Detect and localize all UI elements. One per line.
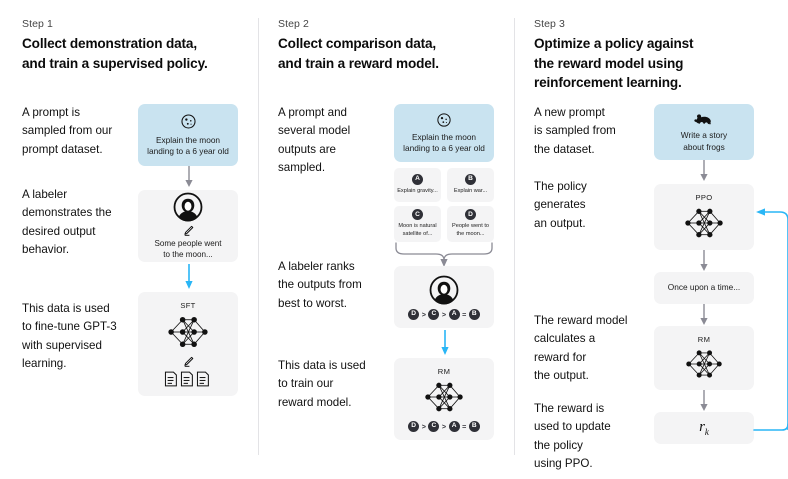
step-2-output-card-c[interactable]: C Moon is natural satellite of... [394, 206, 441, 242]
output-text-c: Moon is natural satellite of... [398, 223, 437, 237]
output-text-b: Explain war... [453, 188, 488, 195]
step-3-paragraph-1: A new prompt is sampled from the dataset… [534, 106, 616, 156]
rank-op-3: = [462, 309, 467, 319]
output-badge-b: B [465, 174, 476, 186]
rank-op-1: > [421, 309, 426, 319]
rank-badge-rm-4: B [468, 420, 480, 432]
labeler-avatar-icon [429, 275, 459, 305]
column-divider-2 [514, 18, 515, 455]
rank-op-rm-1: > [421, 421, 426, 431]
output-badge-d: D [465, 209, 476, 221]
step-1-title: Collect demonstration data, and train a … [22, 36, 208, 71]
step-3-arrow-1 [699, 160, 709, 182]
step-1-column: Step 1 Collect demonstration data, and t… [22, 0, 258, 479]
step-3-title: Optimize a policy against the reward mod… [534, 36, 694, 91]
step-1-paragraph-1: A prompt is sampled from our prompt data… [22, 106, 113, 156]
step-1-paragraph-3: This data is used to fine-tune GPT-3 wit… [22, 302, 117, 370]
rank-badge-3: A [448, 308, 460, 320]
neural-network-icon [682, 204, 726, 242]
reward-symbol-k: k [704, 427, 709, 437]
step-3-ppo-label: PPO [695, 192, 713, 202]
step-3-output-card[interactable]: Once upon a time... [654, 272, 754, 304]
step-2-output-card-d[interactable]: D People went to the moon... [447, 206, 494, 242]
step-2-output-card-a[interactable]: A Explain gravity... [394, 168, 441, 202]
step-3-label: Step 3 [534, 18, 565, 30]
step-3-reward-symbol: rk [699, 419, 709, 437]
step-2-column: Step 2 Collect comparison data, and trai… [278, 0, 514, 479]
output-text-d: People went to the moon... [451, 223, 489, 237]
step-2-brace-connector [394, 242, 494, 268]
rank-badge-4: B [468, 308, 480, 320]
step-3-output-text: Once upon a time... [667, 282, 741, 293]
step-3-feedback-loop-arrow [752, 208, 788, 430]
step-2-output-card-b[interactable]: B Explain war... [447, 168, 494, 202]
step-2-prompt-card[interactable]: Explain the moon landing to a 6 year old [394, 104, 494, 162]
rank-op-rm-2: > [441, 421, 447, 431]
step-2-prompt-text: Explain the moon landing to a 6 year old [403, 131, 485, 153]
output-badge-a: A [412, 174, 423, 186]
step-1-prompt-card[interactable]: Explain the moon landing to a 6 year old [138, 104, 238, 166]
step-3-feedback-loop-tail [753, 423, 788, 435]
frog-icon [693, 111, 715, 126]
rank-badge-1: D [408, 308, 420, 320]
step-3-arrow-3 [699, 304, 709, 326]
documents-icon [164, 371, 212, 387]
step-2-paragraph-1: A prompt and several model outputs are s… [278, 106, 351, 174]
step-3-column: Step 3 Optimize a policy against the rew… [534, 0, 788, 479]
moon-icon [180, 113, 197, 130]
pencil-icon [182, 224, 195, 237]
rank-badge-rm-3: A [448, 420, 460, 432]
step-3-paragraph-4: The reward is used to update the policy … [534, 402, 611, 470]
rank-op-2: > [441, 309, 447, 319]
step-2-paragraph-2: A labeler ranks the outputs from best to… [278, 260, 362, 310]
neural-network-icon [422, 378, 466, 416]
rank-badge-2: C [428, 308, 440, 320]
step-3-prompt-card[interactable]: Write a story about frogs [654, 104, 754, 160]
reward-symbol-r: r [699, 419, 705, 435]
step-1-label: Step 1 [22, 18, 53, 30]
step-3-policy-card[interactable]: PPO [654, 184, 754, 250]
step-1-sft-card[interactable]: SFT [138, 292, 238, 396]
output-badge-c: C [412, 209, 423, 221]
step-3-arrow-2 [699, 250, 709, 272]
step-3-paragraph-2: The policy generates an output. [534, 180, 587, 230]
step-1-arrow-1 [184, 166, 194, 188]
step-2-title: Collect comparison data, and train a rew… [278, 36, 439, 71]
step-2-labeler-card[interactable]: D > C > A = B [394, 266, 494, 328]
rank-badge-rm-2: C [428, 420, 440, 432]
step-3-paragraph-3: The reward model calculates a reward for… [534, 314, 628, 382]
pencil-icon [182, 355, 195, 368]
neural-network-icon [165, 312, 211, 352]
labeler-avatar-icon [173, 192, 203, 222]
step-2-ranking-row-rm: D > C > A = B [408, 420, 480, 432]
column-divider-1 [258, 18, 259, 455]
rank-op-rm-3: = [462, 421, 467, 431]
step-1-paragraph-2: A labeler demonstrates the desired outpu… [22, 188, 112, 256]
step-3-reward-model-card[interactable]: RM [654, 326, 754, 390]
step-2-arrow-blue [440, 330, 450, 356]
step-1-labeler-card[interactable]: Some people went to the moon... [138, 190, 238, 262]
rank-badge-rm-1: D [408, 420, 420, 432]
step-2-rm-label: RM [437, 366, 451, 376]
step-1-arrow-2 [184, 264, 194, 290]
step-3-arrow-4 [699, 390, 709, 412]
moon-icon [436, 112, 452, 128]
step-3-reward-value-card[interactable]: rk [654, 412, 754, 444]
step-1-prompt-text: Explain the moon landing to a 6 year old [147, 134, 229, 156]
step-3-rm-label: RM [697, 334, 711, 344]
step-3-prompt-text: Write a story about frogs [680, 130, 728, 152]
step-1-labeler-caption: Some people went to the moon... [154, 238, 222, 259]
neural-network-icon [682, 346, 726, 382]
output-text-a: Explain gravity... [397, 188, 438, 195]
step-1-sft-label: SFT [180, 301, 196, 310]
step-2-ranking-row: D > C > A = B [408, 308, 480, 320]
step-2-reward-model-card[interactable]: RM [394, 358, 494, 440]
step-2-paragraph-3: This data is used to train our reward mo… [278, 359, 366, 409]
step-2-label: Step 2 [278, 18, 309, 30]
